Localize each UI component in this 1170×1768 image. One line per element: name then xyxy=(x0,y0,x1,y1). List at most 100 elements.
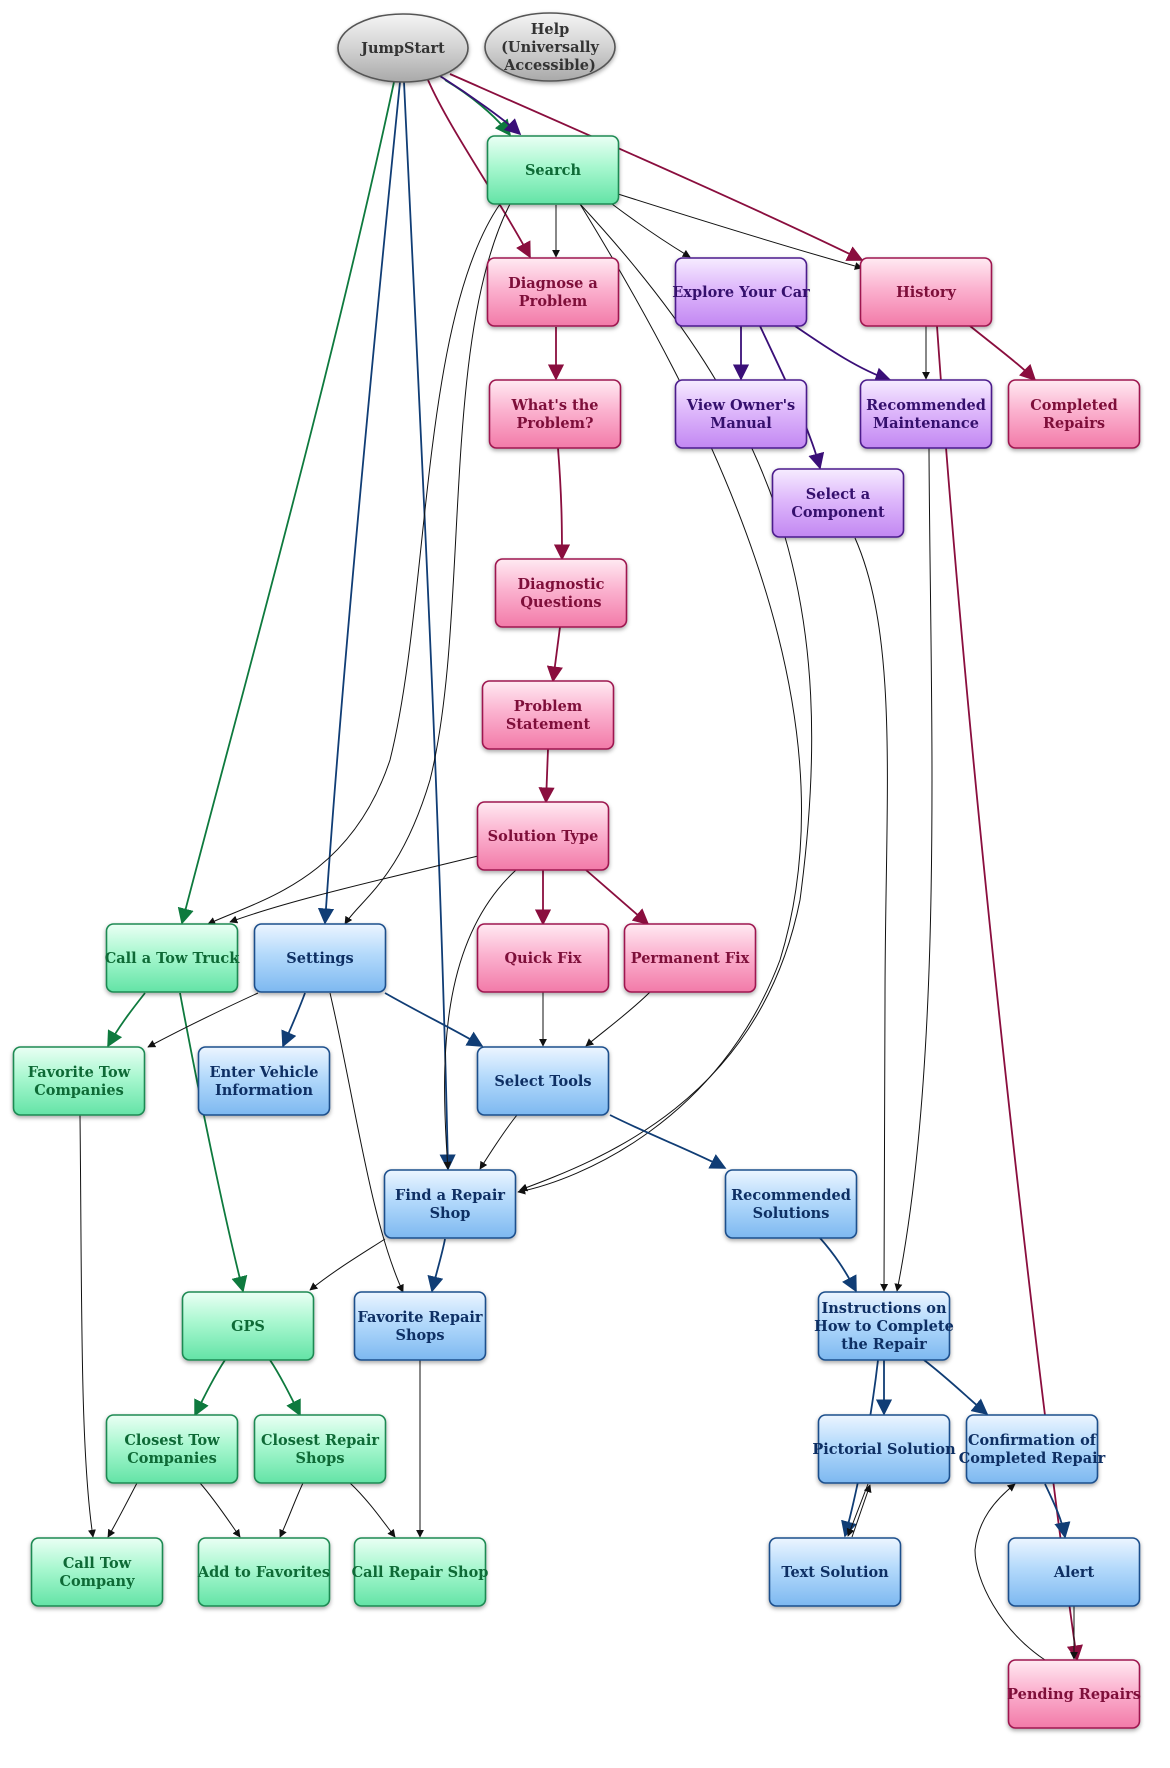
node-label-line: History xyxy=(896,284,956,301)
node-label-line: Shop xyxy=(430,1205,471,1222)
node-select-tools[interactable]: Select Tools xyxy=(476,1046,610,1116)
node-gps[interactable]: GPS xyxy=(181,1291,315,1361)
node-label-line: Problem? xyxy=(517,415,594,432)
edge-solution-type-to-call-tow-truck xyxy=(229,855,479,924)
edge-jumpstart-to-call-tow-truck xyxy=(177,81,395,925)
node-permanent-fix[interactable]: Permanent Fix xyxy=(623,923,757,993)
node-label-line: Component xyxy=(791,504,885,521)
node-box xyxy=(488,379,622,449)
node-label-line: Explore Your Car xyxy=(672,284,810,301)
node-label-line: Call Repair Shop xyxy=(352,1564,489,1581)
node-box xyxy=(476,801,610,871)
node-label-line: Pending Repairs xyxy=(1007,1686,1141,1703)
node-box xyxy=(481,680,615,750)
node-box xyxy=(353,1537,487,1607)
node-pictorial[interactable]: Pictorial Solution xyxy=(812,1414,956,1484)
node-label-line: Recommended xyxy=(731,1187,851,1204)
node-label-line: Text Solution xyxy=(781,1564,889,1581)
node-box xyxy=(484,12,616,82)
edge-jumpstart-to-explore xyxy=(439,75,522,136)
edge-confirmation-to-alert xyxy=(1044,1483,1071,1539)
edge-favorite-tow-to-call-tow-company xyxy=(79,1114,96,1538)
edge-select-tools-to-recommended-solutions xyxy=(609,1114,727,1169)
node-label-line: How to Complete xyxy=(814,1318,954,1335)
edge-jumpstart-to-diagnose xyxy=(427,79,531,259)
edge-call-tow-truck-to-favorite-tow xyxy=(107,992,146,1048)
node-label-line: Companies xyxy=(34,1082,124,1099)
node-box xyxy=(383,1169,517,1239)
node-box xyxy=(197,1046,331,1116)
edge-search-to-call-tow-truck xyxy=(207,203,501,925)
node-quick-fix[interactable]: Quick Fix xyxy=(476,923,610,993)
node-add-favorites[interactable]: Add to Favorites xyxy=(197,1537,331,1607)
node-label-line: Settings xyxy=(286,950,353,967)
edge-recommended-solutions-to-instructions xyxy=(819,1237,857,1293)
edge-history-to-completed-repairs xyxy=(969,325,1037,382)
node-label-line: Manual xyxy=(710,415,772,432)
edge-problem-statement-to-solution-type xyxy=(538,748,555,804)
node-label-line: Select a xyxy=(806,486,871,503)
node-text-solution[interactable]: Text Solution xyxy=(768,1537,902,1607)
node-label-line: Maintenance xyxy=(873,415,979,432)
node-call-tow-truck[interactable]: Call a Tow Truck xyxy=(105,923,241,993)
node-box xyxy=(197,1537,331,1607)
node-box xyxy=(30,1537,164,1607)
node-box xyxy=(476,1046,610,1116)
node-call-repair-shop[interactable]: Call Repair Shop xyxy=(352,1537,489,1607)
node-settings[interactable]: Settings xyxy=(253,923,387,993)
node-label-line: What's the xyxy=(510,397,598,414)
edge-gps-to-closest-repair xyxy=(269,1359,301,1417)
edge-jumpstart-to-find-repair-shop xyxy=(403,81,456,1171)
node-history[interactable]: History xyxy=(859,257,993,327)
node-solution-type[interactable]: Solution Type xyxy=(476,801,610,871)
node-label-line: Favorite Tow xyxy=(28,1064,131,1081)
edge-jumpstart-to-history xyxy=(449,73,864,261)
edge-pending-repairs-to-confirmation xyxy=(974,1483,1046,1661)
node-search[interactable]: Search xyxy=(486,135,620,205)
edge-instructions-to-confirmation xyxy=(923,1359,989,1416)
node-jumpstart[interactable]: JumpStart xyxy=(337,13,469,83)
edge-settings-to-select-tools xyxy=(384,992,484,1047)
node-explore[interactable]: Explore Your Car xyxy=(672,257,810,327)
node-label-line: Solution Type xyxy=(488,828,599,845)
node-label-line: Shops xyxy=(396,1327,445,1344)
node-label-line: (Universally xyxy=(501,39,599,56)
node-alert[interactable]: Alert xyxy=(1007,1537,1141,1607)
node-box xyxy=(771,468,905,538)
node-label-line: Company xyxy=(59,1573,135,1590)
edge-search-to-history xyxy=(617,193,863,270)
edge-explore-to-recommended-maintenance xyxy=(794,325,892,384)
node-pending-repairs[interactable]: Pending Repairs xyxy=(1007,1659,1141,1729)
edge-settings-to-favorite-tow xyxy=(147,992,259,1048)
node-label-line: Completed xyxy=(1030,397,1118,414)
edge-settings-to-favorite-repair xyxy=(329,992,404,1293)
node-box xyxy=(859,257,993,327)
node-label-line: Find a Repair xyxy=(395,1187,505,1204)
node-label-line: Call a Tow Truck xyxy=(105,950,241,967)
node-box xyxy=(859,379,993,449)
node-label-line: Solutions xyxy=(753,1205,830,1222)
node-label-line: Problem xyxy=(514,698,583,715)
node-box xyxy=(181,1291,315,1361)
node-label-line: Accessible) xyxy=(503,57,596,74)
node-label-line: Search xyxy=(525,162,582,179)
